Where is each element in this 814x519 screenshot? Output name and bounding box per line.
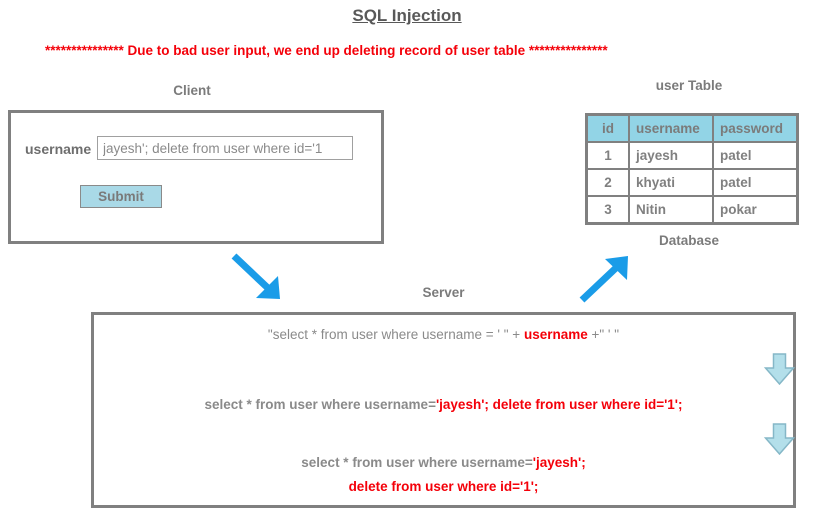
client-label: Client — [173, 83, 211, 98]
server-split-query-select: select * from user where username='jayes… — [94, 455, 793, 470]
cell-id: 3 — [585, 195, 630, 225]
query-injection: 'jayesh'; delete from user where id='1'; — [435, 397, 683, 412]
client-panel: username Submit — [8, 110, 384, 244]
query-username-variable: username — [523, 327, 588, 342]
username-label: username — [25, 141, 92, 157]
flow-arrow-down-icon — [763, 353, 796, 385]
table-row: 3 Nitin pokar — [585, 195, 799, 225]
flow-arrow-down-icon — [763, 423, 796, 455]
server-query-template: "select * from user where username = ' "… — [94, 327, 793, 342]
server-split-query-delete: delete from user where id='1'; — [348, 479, 539, 494]
query-prefix: select * from user where username= — [301, 455, 533, 470]
table-row: 1 jayesh patel — [585, 141, 799, 170]
cell-username: jayesh — [628, 141, 714, 170]
query-prefix: "select * from user where username = ' "… — [267, 327, 524, 342]
database-label: Database — [658, 233, 720, 248]
cell-id: 2 — [585, 168, 630, 197]
server-label: Server — [422, 285, 465, 300]
table-header-row: id username password — [585, 113, 799, 143]
server-injected-query: select * from user where username='jayes… — [94, 397, 793, 412]
user-table: id username password 1 jayesh patel 2 kh… — [585, 113, 799, 225]
query-value: 'jayesh'; — [532, 455, 586, 470]
cell-password: pokar — [712, 195, 799, 225]
arrow-down-right-icon — [231, 253, 280, 299]
arrow-up-right-icon — [579, 256, 628, 303]
table-row: 2 khyati patel — [585, 168, 799, 197]
column-header-id: id — [585, 113, 630, 143]
column-header-username: username — [628, 113, 714, 143]
cell-username: khyati — [628, 168, 714, 197]
column-header-password: password — [712, 113, 799, 143]
cell-password: patel — [712, 168, 799, 197]
server-panel: "select * from user where username = ' "… — [91, 312, 796, 508]
cell-username: Nitin — [628, 195, 714, 225]
cell-id: 1 — [585, 141, 630, 170]
user-table-title: user Table — [655, 78, 723, 93]
page-title: SQL Injection — [352, 6, 462, 25]
cell-password: patel — [712, 141, 799, 170]
submit-button[interactable]: Submit — [80, 185, 162, 208]
warning-banner: *************** Due to bad user input, w… — [45, 43, 608, 58]
query-suffix: +" ' " — [587, 327, 620, 342]
username-input[interactable] — [97, 136, 353, 160]
query-prefix: select * from user where username= — [204, 397, 436, 412]
